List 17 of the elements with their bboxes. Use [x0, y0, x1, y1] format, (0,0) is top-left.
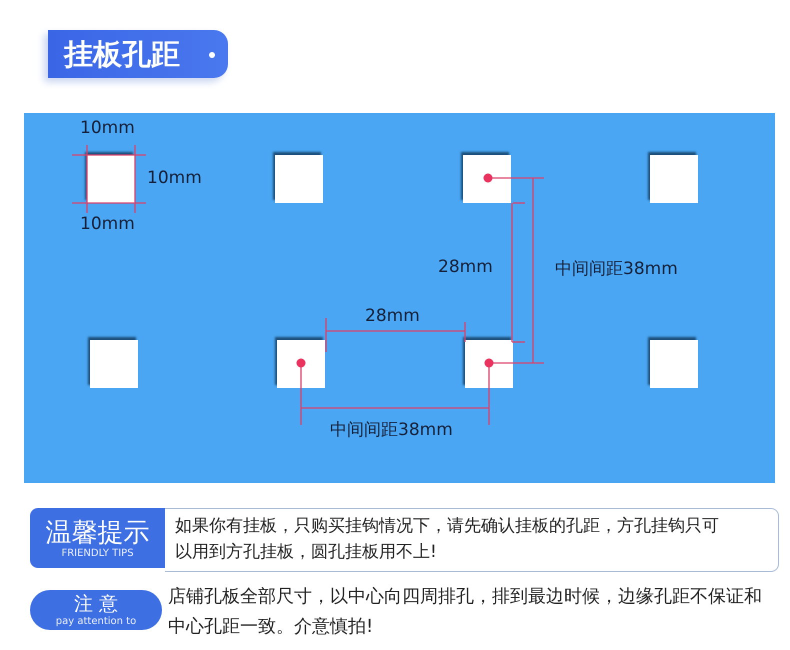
tip-text: 如果你有挂板，只购买挂钩情况下，请先确认挂板的孔距，方孔挂钩只可以用到方孔挂板，圆孔挂板用不上!: [175, 515, 720, 564]
badge-heading: 注 意: [72, 592, 120, 616]
title: 挂板孔距: [64, 36, 180, 73]
dimension-label: 中间间距38mm: [330, 419, 453, 441]
badge-subtitle: FRIENDLY TIPS: [60, 548, 135, 559]
tip-text-box: [165, 508, 779, 572]
dimension-label: 10mm: [80, 214, 135, 234]
dimension-label: 28mm: [365, 306, 420, 326]
badge-heading: 温馨提示: [44, 518, 150, 548]
badge-subtitle: pay attention to: [54, 616, 138, 627]
tips-badge: [30, 508, 165, 568]
dimension-label: 28mm: [438, 257, 493, 277]
dimension-label: 10mm: [147, 168, 202, 188]
dimension-label: 中间间距38mm: [555, 258, 678, 280]
notice-badge: [30, 590, 162, 630]
dimension-label: 10mm: [80, 118, 135, 138]
notice-text: 店铺孔板全部尺寸，以中心向四周排孔，排到最边时候，边缘孔距不保证和中心孔距一致。介意慎拍!: [168, 585, 763, 639]
